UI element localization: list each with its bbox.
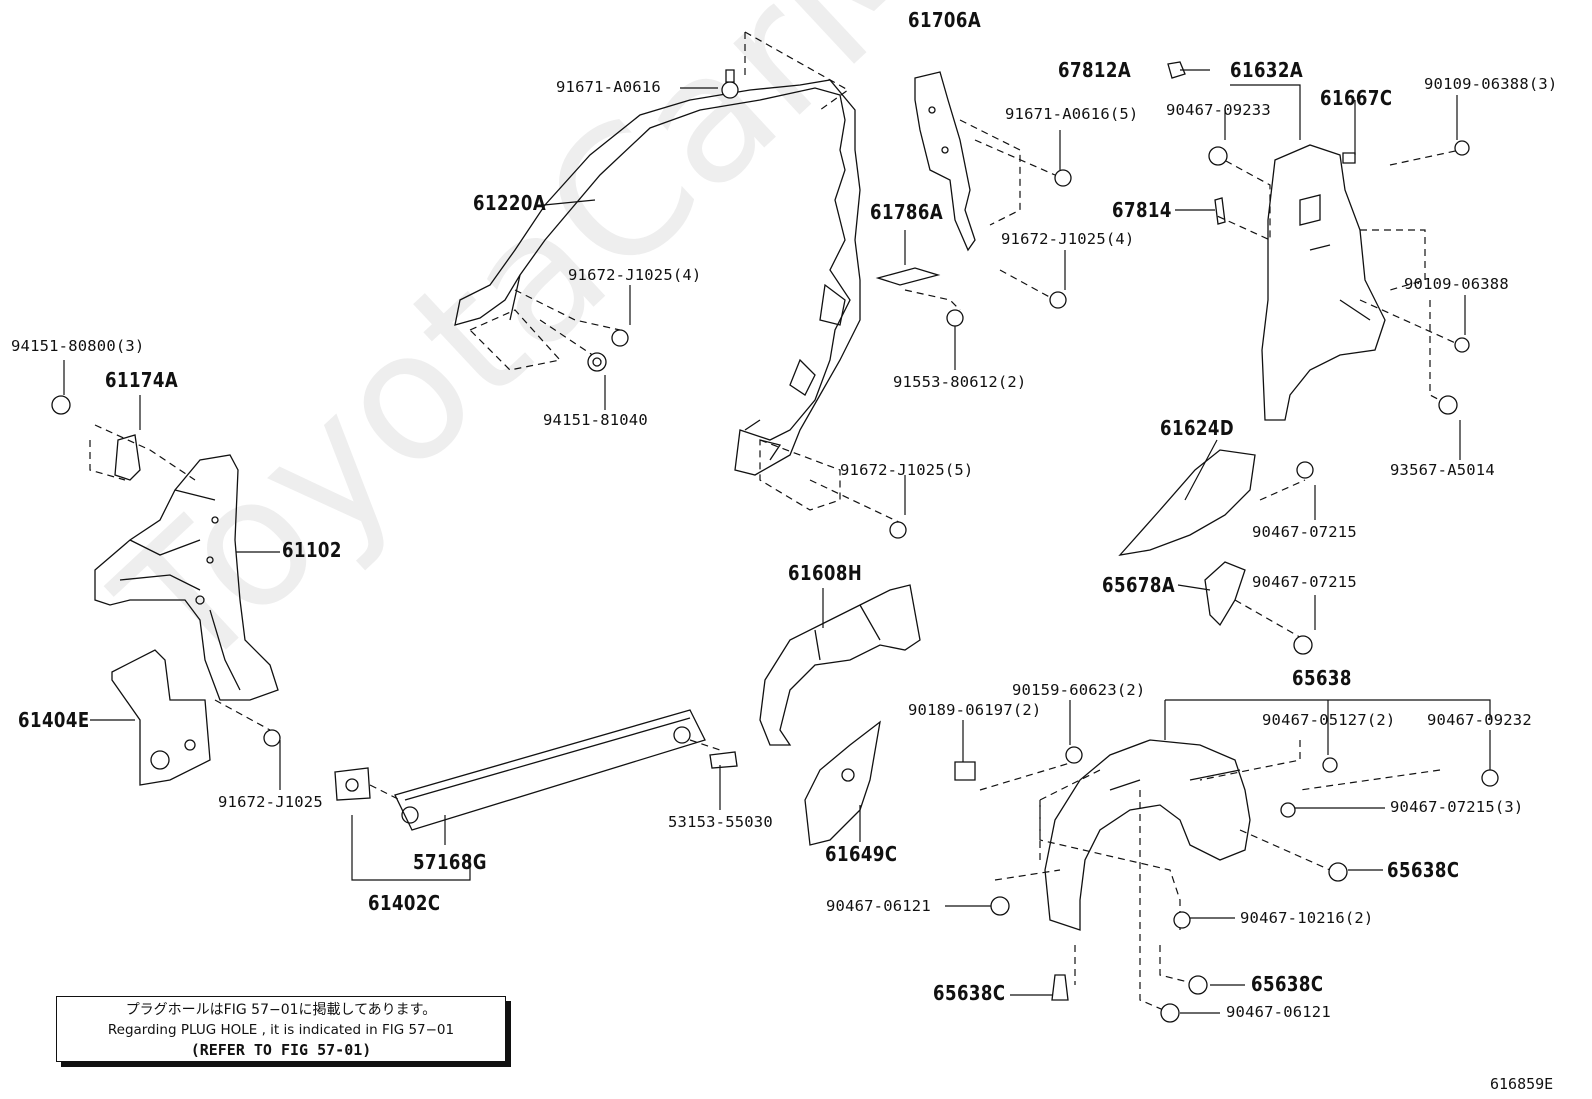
fastener-91672-j1025-4b — [1050, 292, 1066, 308]
part-65638-shape — [1045, 740, 1250, 930]
part-61649c-shape — [805, 722, 880, 845]
fastener-91672-j1025-4a — [612, 330, 628, 346]
part-label: 91672-J1025(4) — [568, 266, 702, 284]
part-label: 65638 — [1292, 666, 1352, 690]
fastener-90467-07215-3 — [1281, 803, 1295, 817]
part-61624d-shape — [1120, 450, 1255, 555]
part-label: 65638C — [933, 981, 1006, 1005]
fastener-90467-06121a — [991, 897, 1009, 915]
note-line-japanese: プラグホールはFIG 57−01に掲載してあります。 — [125, 1002, 437, 1018]
part-label: 67812A — [1058, 58, 1132, 82]
part-label: 61174A — [105, 368, 179, 392]
part-label: 53153-55030 — [668, 813, 773, 831]
fastener-90467-06121b — [1161, 1004, 1179, 1022]
part-label: 91672-J1025 — [218, 793, 323, 811]
fastener-90467-07215a — [1297, 462, 1313, 478]
part-label: 91553-80612(2) — [893, 373, 1027, 391]
part-label: 91671-A0616 — [556, 78, 661, 96]
fastener-91672-j1025-5 — [890, 522, 906, 538]
fastener-91671-a0616-5 — [1055, 170, 1071, 186]
fastener-90467-07215b — [1294, 636, 1312, 654]
part-label: 90467-07215 — [1252, 573, 1357, 591]
part-57168g-shape — [395, 710, 705, 830]
fastener-90467-09233 — [1209, 147, 1227, 165]
fastener-shapes — [52, 70, 1498, 1022]
part-label: 61404E — [18, 708, 90, 732]
part-label: 61220A — [473, 191, 547, 215]
part-label: 61706A — [908, 8, 982, 32]
part-label: 90467-09232 — [1427, 711, 1532, 729]
part-label: 91672-J1025(4) — [1001, 230, 1135, 248]
note-reference: (REFER TO FIG 57-01) — [190, 1041, 372, 1059]
leader-lines — [64, 70, 1490, 1013]
fastener-90109-06388-3 — [1455, 141, 1469, 155]
part-label: 91671-A0616(5) — [1005, 105, 1139, 123]
part-61706a-shape — [915, 72, 975, 250]
part-label: 61624D — [1160, 416, 1235, 440]
part-label: 65638C — [1251, 972, 1324, 996]
part-65678a-shape — [1205, 562, 1245, 625]
part-label: 90467-06121 — [826, 897, 931, 915]
part-label: 65678A — [1102, 573, 1176, 597]
fastener-90467-09232 — [1482, 770, 1498, 786]
part-clip-shapes — [1168, 62, 1355, 224]
part-label: 61608H — [788, 561, 863, 585]
part-label: 94151-80800(3) — [11, 337, 145, 355]
fastener-90467-10216 — [1174, 912, 1190, 928]
fastener-90189-06197 — [955, 762, 975, 780]
part-label: 61402C — [368, 891, 441, 915]
fastener-94151-80800 — [52, 396, 70, 414]
fastener-91553-80612 — [947, 310, 963, 326]
fastener-93567-a5014 — [1439, 396, 1457, 414]
part-label: 90109-06388(3) — [1424, 75, 1558, 93]
part-small-plates — [335, 752, 737, 800]
part-label: 61667C — [1320, 86, 1393, 110]
part-label: 90467-10216(2) — [1240, 909, 1374, 927]
part-label: 61786A — [870, 200, 944, 224]
fastener-94151-81040 — [588, 353, 606, 371]
fastener-90159-60623 — [1066, 747, 1082, 763]
fastener-65638c-b — [1189, 976, 1207, 994]
part-label: 90467-07215 — [1252, 523, 1357, 541]
fastener-65638c-a — [1329, 863, 1347, 881]
part-label: 65638C — [1387, 858, 1460, 882]
part-label: 93567-A5014 — [1390, 461, 1495, 479]
part-label: 90467-09233 — [1166, 101, 1271, 119]
part-label: 61102 — [282, 538, 342, 562]
part-label: 90467-06121 — [1226, 1003, 1331, 1021]
part-label: 61649C — [825, 842, 898, 866]
part-61608h-shape — [760, 585, 920, 745]
part-61174a-shape — [115, 435, 140, 480]
fastener-65638c-c — [1052, 975, 1068, 1000]
note-line-english: Regarding PLUG HOLE , it is indicated in… — [107, 1022, 455, 1038]
part-label: 94151-81040 — [543, 411, 648, 429]
part-label: 57168G — [413, 850, 487, 874]
figure-code: 616859E — [1490, 1075, 1554, 1093]
part-label: 90189-06197(2) — [908, 701, 1042, 719]
part-61404e-shape — [112, 650, 210, 785]
part-61786a-shape — [878, 268, 938, 285]
part-label: 91672-J1025(5) — [840, 461, 974, 479]
part-61102-shape — [95, 455, 278, 700]
fastener-91671-a0616 — [722, 70, 738, 98]
part-label: 90109-06388 — [1404, 275, 1509, 293]
part-label: 67814 — [1112, 198, 1172, 222]
plug-hole-note: プラグホールはFIG 57−01に掲載してあります。 Regarding PLU… — [56, 996, 506, 1062]
part-label: 90467-07215(3) — [1390, 798, 1524, 816]
part-label: 61632A — [1230, 58, 1304, 82]
fastener-90109-06388 — [1455, 338, 1469, 352]
fastener-91672-j1025 — [264, 730, 280, 746]
part-label: 90467-05127(2) — [1262, 711, 1396, 729]
part-61632a-shape — [1262, 145, 1385, 420]
fastener-90467-05127 — [1323, 758, 1337, 772]
part-label: 90159-60623(2) — [1012, 681, 1146, 699]
